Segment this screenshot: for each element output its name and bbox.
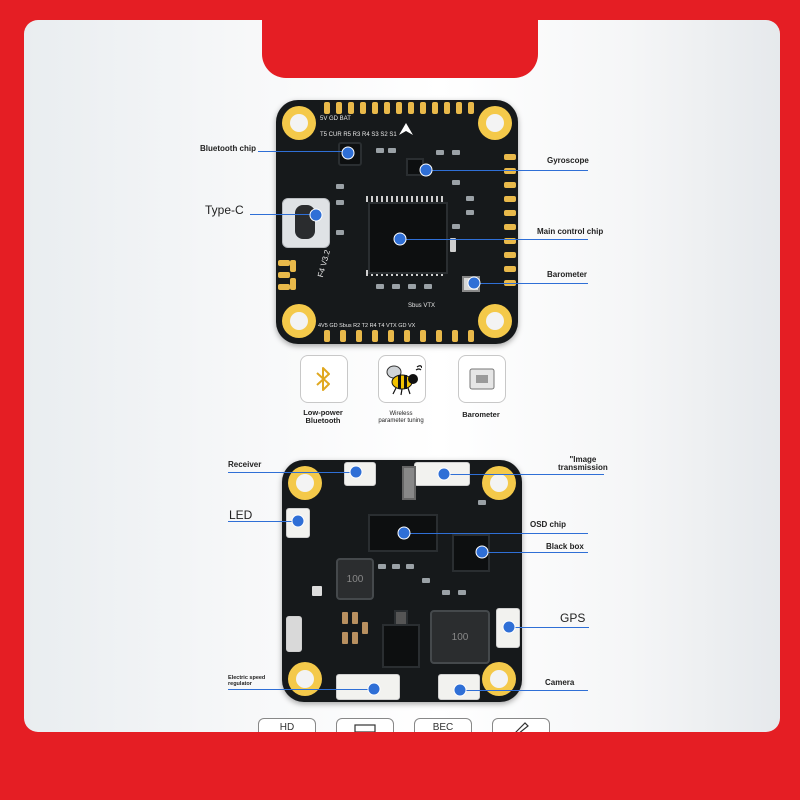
silk-top-row: 5V GD BAT bbox=[320, 116, 351, 122]
label-bluetooth-chip: Bluetooth chip bbox=[200, 144, 256, 153]
button bbox=[286, 616, 302, 652]
label-led: LED bbox=[229, 508, 253, 522]
bluetooth-icon bbox=[316, 367, 330, 391]
direction-arrow-icon bbox=[399, 123, 413, 135]
usb-type-c-port bbox=[282, 198, 330, 248]
label-osd-chip: OSD chip bbox=[530, 520, 567, 529]
label-gps: GPS bbox=[560, 611, 586, 625]
label-gyroscope: Gyroscope bbox=[547, 156, 589, 165]
mount-hole bbox=[478, 106, 512, 140]
mount-hole bbox=[478, 304, 512, 338]
barometer-sensor-icon bbox=[469, 368, 495, 390]
bee-icon bbox=[386, 365, 422, 396]
label-esc: Electric speed regulator bbox=[228, 675, 266, 688]
flight-controller-top: 5V GD BAT T5 CUR R5 R3 R4 S3 S2 S1 F4 V3… bbox=[276, 100, 518, 344]
bottom-red-band bbox=[0, 732, 800, 800]
mount-hole bbox=[288, 662, 322, 696]
feature-barometer bbox=[458, 355, 506, 403]
silk-bottom-row: 4V5 GD Sbus R2 T2 R4 T4 VTX GD VX bbox=[318, 323, 416, 329]
label-image-transmission: "Image transmission bbox=[558, 455, 608, 473]
inductor: 100 bbox=[336, 558, 374, 600]
flight-controller-bottom: 100 100 bbox=[282, 460, 522, 702]
feature-wireless-tuning bbox=[378, 355, 426, 403]
feature-barometer-label: Barometer bbox=[462, 410, 500, 419]
inductor: 100 bbox=[430, 610, 490, 664]
mount-hole bbox=[282, 106, 316, 140]
mount-hole bbox=[288, 466, 322, 500]
label-type-c: Type-C bbox=[205, 203, 244, 217]
black-box-chip bbox=[452, 534, 490, 572]
feature-wireless-tuning-label: Wireless parameter tuning bbox=[378, 411, 424, 424]
main-control-chip bbox=[368, 202, 448, 274]
feature-bluetooth-label: Low-power Bluetooth bbox=[303, 408, 343, 426]
top-notch bbox=[262, 0, 538, 78]
label-camera: Camera bbox=[545, 678, 575, 687]
label-receiver: Receiver bbox=[228, 460, 262, 469]
label-main-control-chip: Main control chip bbox=[537, 227, 604, 236]
label-barometer: Barometer bbox=[547, 270, 588, 279]
silk-top-row-2: T5 CUR R5 R3 R4 S3 S2 S1 bbox=[320, 132, 397, 138]
silk-mid-row: Sbus VTX bbox=[408, 303, 436, 309]
mount-hole bbox=[482, 466, 516, 500]
mount-hole bbox=[282, 304, 316, 338]
silk-model: F4 V3.2 bbox=[316, 248, 332, 279]
label-black-box: Black box bbox=[546, 542, 584, 551]
regulator-chip bbox=[382, 624, 420, 668]
feature-bluetooth bbox=[300, 355, 348, 403]
